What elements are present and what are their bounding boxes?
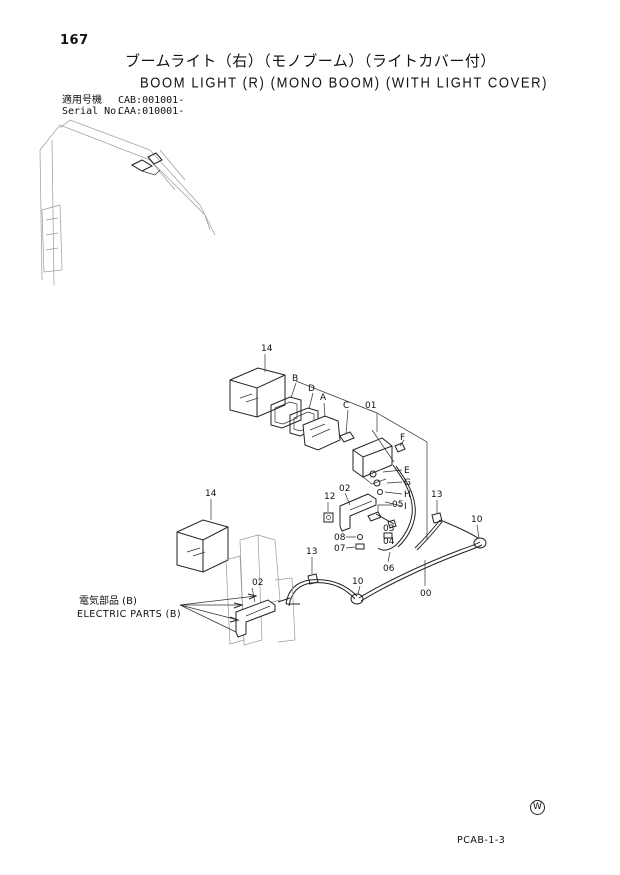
callout-13-upper: 13: [431, 490, 442, 500]
callout-e: E: [404, 466, 410, 476]
serial-value-japanese: CAB:001001-: [118, 95, 185, 106]
boom-locator-sketch: [39, 119, 216, 286]
bolts-nuts: [355, 511, 397, 550]
callout-01: 01: [365, 401, 376, 411]
part-12: [323, 512, 334, 523]
callout-05: 05: [392, 500, 403, 510]
light-cover-upper: [229, 367, 286, 418]
main-harness-00: [285, 519, 483, 607]
callout-i: I: [404, 502, 407, 512]
callout-f: F: [400, 433, 405, 443]
page-number: 167: [60, 33, 89, 48]
callout-02-lower: 02: [252, 578, 263, 588]
callout-12: 12: [324, 492, 335, 502]
callout-b: B: [292, 374, 298, 384]
callout-14-lower: 14: [205, 489, 217, 499]
bracket-lower: [235, 597, 300, 638]
callout-10-lower: 10: [352, 577, 364, 587]
callout-03: 03: [383, 524, 394, 534]
bracket-upper: [339, 493, 377, 532]
lens-a: [302, 415, 341, 451]
harness-06: [377, 464, 416, 551]
serial-label-english: Serial No.: [62, 106, 123, 117]
electric-parts-label-japanese: 電気部品 (B): [79, 596, 137, 607]
serial-label-japanese: 適用号機: [62, 95, 102, 106]
gasket-b: [270, 396, 302, 429]
callout-13-lower: 13: [306, 547, 317, 557]
callout-06: 06: [383, 564, 395, 574]
callout-10-upper: 10: [471, 515, 483, 525]
maker-mark-icon: W: [530, 800, 545, 815]
grommets-10: [350, 537, 487, 605]
callout-08: 08: [334, 533, 346, 543]
callout-d: D: [308, 384, 315, 394]
callout-c: C: [343, 401, 349, 411]
clamps-13: [307, 512, 443, 585]
light-cover-lower: [176, 519, 229, 573]
callout-04: 04: [383, 537, 395, 547]
callout-00: 00: [420, 589, 432, 599]
callout-a: A: [320, 393, 327, 403]
hardware-e-g-h-i: [369, 469, 403, 507]
electric-parts-label-english: ELECTRIC PARTS (B): [77, 609, 182, 620]
callout-07: 07: [334, 544, 345, 554]
electric-parts-leaders: [179, 593, 258, 633]
callout-h: H: [404, 490, 411, 500]
bulb-c: [339, 409, 355, 443]
screw-f: [394, 442, 406, 453]
serial-value-english: CAA:010001-: [118, 106, 185, 117]
callout-02-upper: 02: [339, 484, 350, 494]
callout-14-upper: 14: [261, 344, 273, 354]
reference-code: PCAB-1-3: [457, 835, 506, 846]
title-english: BOOM LIGHT (R) (MONO BOOM) (WITH LIGHT C…: [140, 73, 549, 92]
title-japanese: ブームライト（右）（モノブーム）（ライトカバー付）: [125, 52, 496, 70]
lamp-housing: [352, 429, 395, 485]
